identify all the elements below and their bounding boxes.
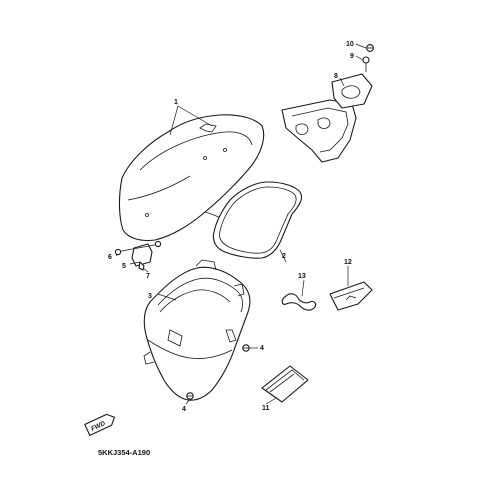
strap-part — [281, 293, 317, 311]
callout-13: 13 — [298, 273, 306, 280]
callout-12: 12 — [344, 259, 352, 266]
diagram-code: 5KKJ354-A190 — [98, 448, 150, 457]
callout-4a: 4 — [260, 345, 264, 352]
fwd-arrow-badge: FWD — [84, 413, 116, 436]
washer-part — [366, 44, 374, 52]
callout-6: 6 — [108, 254, 112, 261]
gasket-part — [212, 181, 303, 259]
hinge-bracket-part — [114, 240, 162, 271]
callout-labels: 1 2 3 4 4 5 6 7 8 9 10 11 12 13 — [108, 41, 354, 413]
bolt-part-b — [186, 392, 194, 400]
callout-4b: 4 — [182, 406, 186, 413]
owners-manual-part — [261, 365, 309, 403]
tool-bag-part — [329, 281, 373, 311]
callout-8: 8 — [334, 73, 338, 80]
callout-1: 1 — [174, 99, 178, 106]
callout-7: 7 — [146, 273, 150, 280]
callout-11: 11 — [262, 405, 270, 412]
callout-9: 9 — [350, 53, 354, 60]
helmet-box-part — [143, 259, 251, 401]
leader-lines — [115, 43, 367, 405]
bolt-part-a — [242, 344, 250, 352]
screw-part — [362, 56, 370, 72]
callout-3: 3 — [148, 293, 152, 300]
callout-10: 10 — [346, 41, 354, 48]
callout-5: 5 — [122, 263, 126, 270]
callout-2: 2 — [282, 253, 286, 260]
lock-bracket-part — [281, 73, 373, 163]
